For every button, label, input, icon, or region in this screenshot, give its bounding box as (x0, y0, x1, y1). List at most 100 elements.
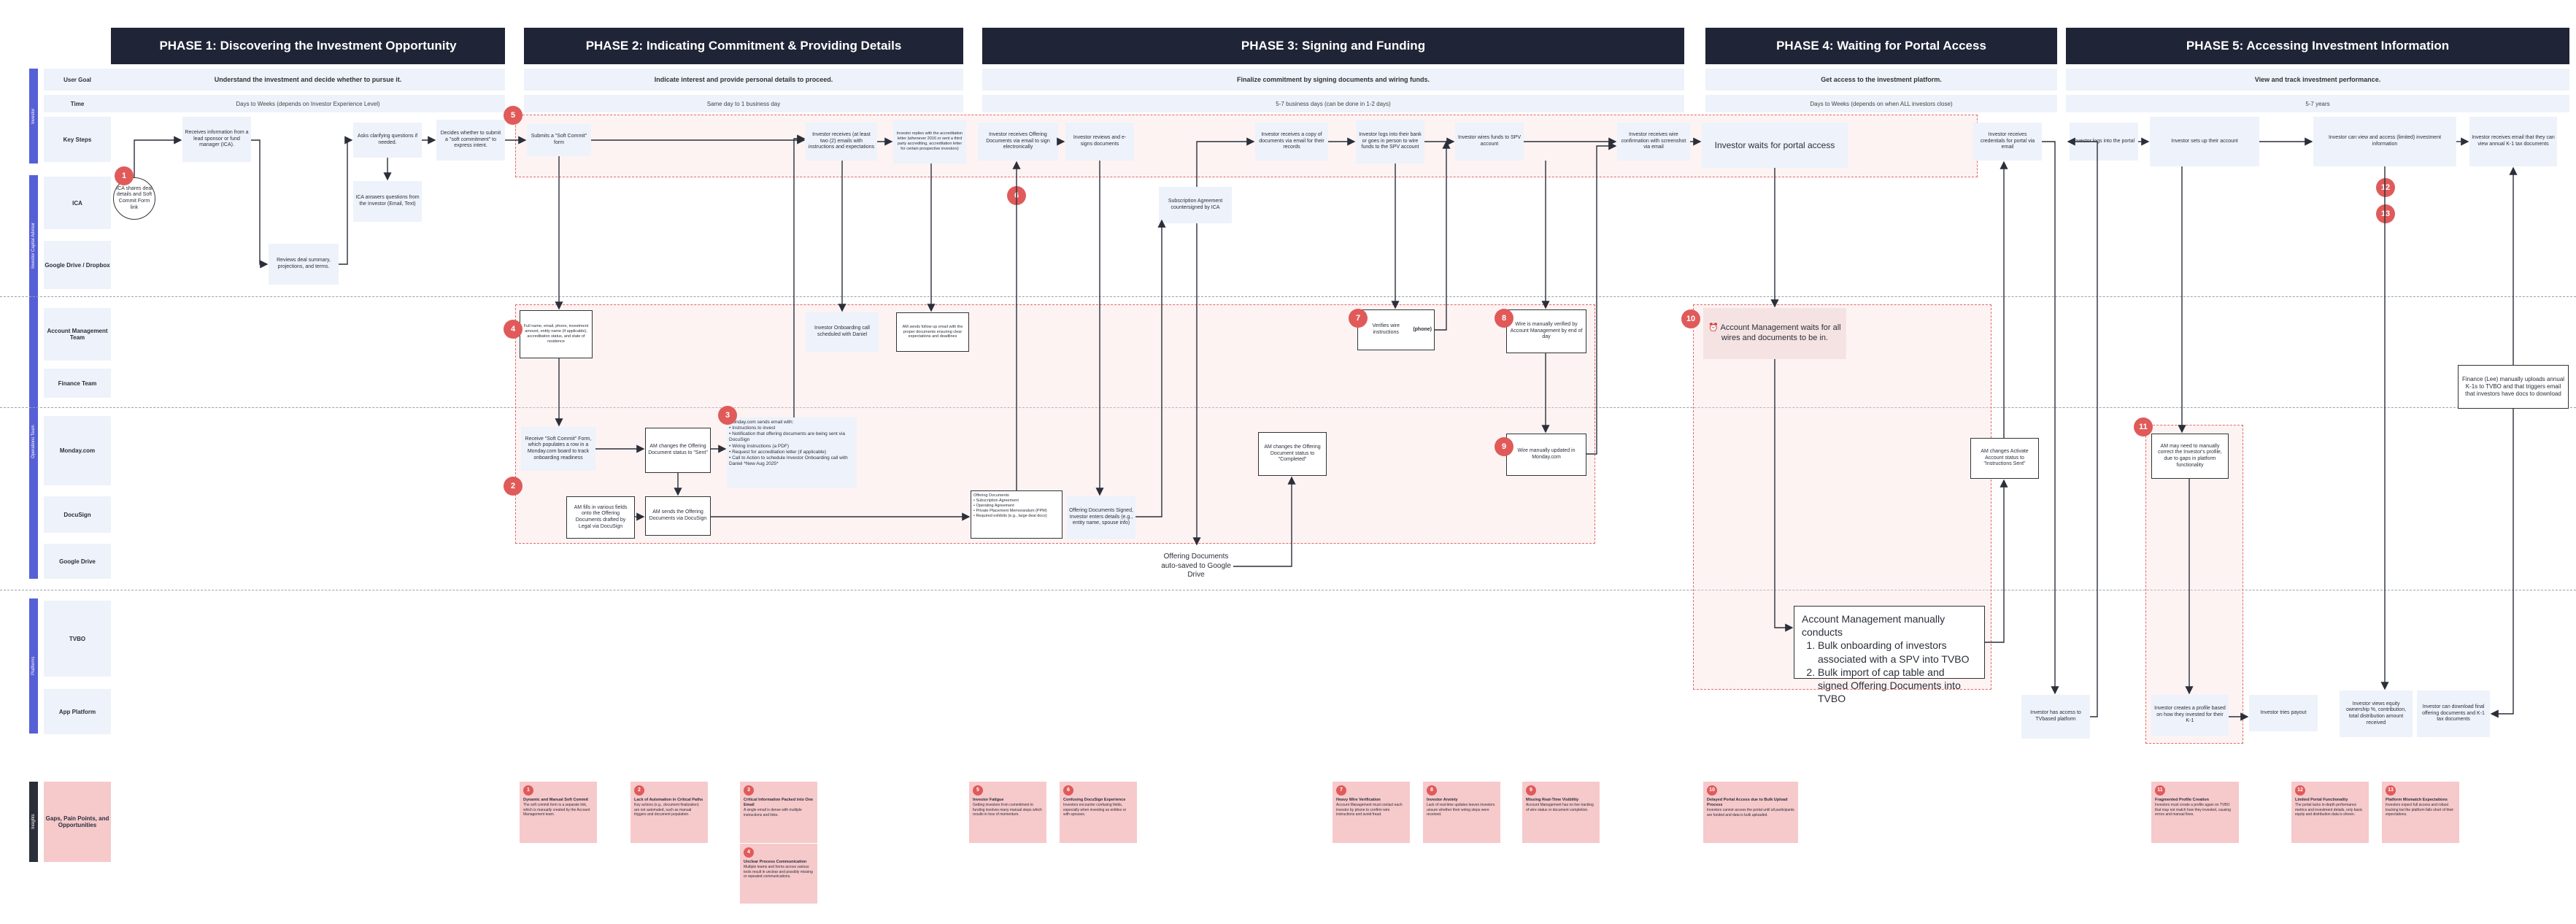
am-sends-doc: AM sends the Offering Documents via Docu… (645, 496, 711, 536)
copy-docs-step: Investor receives a copy of documents vi… (1255, 123, 1328, 161)
submits-form-step: Submits a "Soft Commit" form (527, 124, 591, 156)
wires-funds-step: Investor wires funds to SPV account (1455, 123, 1524, 161)
offering-list-doc: Offering Documents • Subscription Agreem… (971, 490, 1063, 539)
receive-info-step: Receives information from a lead sponsor… (182, 117, 251, 162)
phase-4-goal: Get access to the investment platform. (1705, 69, 2057, 91)
phase-4-title: PHASE 4: Waiting for Portal Access (1705, 28, 2057, 64)
gap-number: 13 (2386, 785, 2396, 796)
gap-body: The soft commit form is a separate link,… (523, 803, 590, 817)
gap-title: Unclear Process Communication (744, 860, 807, 864)
lane-gdrive-dropbox: Google Drive / Dropbox (44, 241, 111, 289)
phase-5-title: PHASE 5: Accessing Investment Informatio… (2066, 28, 2569, 64)
creates-profile-step: Investor creates a profile based on how … (2151, 695, 2229, 736)
phase-2-time: Same day to 1 business day (524, 95, 963, 112)
gap-body: Lack of real-time updates leaves investo… (1427, 803, 1495, 817)
phase-1-title: PHASE 1: Discovering the Investment Oppo… (111, 28, 505, 64)
gap-body: A single email is dense with multiple in… (744, 808, 802, 817)
gap-body: Investors expect full access and robust … (2386, 803, 2454, 817)
badge-7: 7 (1349, 309, 1368, 328)
lane-docusign: DocuSign (44, 496, 111, 533)
phase-5-goal: View and track investment performance. (2066, 69, 2569, 91)
verifies-wire-label: Verifies wire instructions (1372, 323, 1400, 335)
lane-key-steps: Key Steps (44, 117, 111, 162)
phase-1-goal: Understand the investment and decide whe… (111, 69, 505, 91)
badge-12: 12 (2376, 178, 2395, 197)
gap-number: 2 (634, 785, 644, 796)
phase-3-title: PHASE 3: Signing and Funding (982, 28, 1684, 64)
lane-gaps: Gaps, Pain Points, and Opportunities (44, 782, 111, 862)
tvbo-access-step: Investor has access to TVbased platform (2021, 695, 2090, 739)
logs-bank-step: Investor logs into their bank or goes in… (1356, 120, 1424, 163)
gap-title: Missing Real-Time Visibility (1526, 798, 1579, 802)
wire-updated-doc: Wire manually updated in Monday.com (1506, 434, 1586, 476)
lane-gdrive: Google Drive (44, 544, 111, 579)
gap-body: Investors cannot access the portal until… (1707, 808, 1794, 817)
am-conducts-item-1: Bulk onboarding of investors associated … (1818, 639, 1977, 665)
phase-2-goal: Indicate interest and provide personal d… (524, 69, 963, 91)
verifies-wire-doc: Verifies wire instructions (phone) (1357, 309, 1435, 350)
am-fill-doc: AM fills in various fields onto the Offe… (566, 496, 635, 539)
wire-manual-doc: Wire is manually verified by Account Man… (1506, 309, 1586, 353)
monday-email-box: Monday.com sends email with: • Instructi… (727, 417, 857, 488)
receives-offering-step: Investor receives Offering Documents via… (978, 123, 1058, 161)
am-conducts-item-2: Bulk import of cap table and signed Offe… (1818, 666, 1977, 706)
gap-title: Critical Information Packed into One Ema… (744, 798, 814, 808)
separator-investor (0, 296, 2576, 297)
phase-2-title: PHASE 2: Indicating Commitment & Providi… (524, 28, 963, 64)
gap-number: 12 (2295, 785, 2305, 796)
phase-1-time: Days to Weeks (depends on Investor Exper… (111, 95, 505, 112)
gap-number: 4 (744, 847, 754, 858)
phase-5-time: 5-7 years (2066, 95, 2569, 112)
sets-account-step: Investor sets up their account (2150, 117, 2259, 166)
phase-4-time: Days to Weeks (depends on when ALL inves… (1705, 95, 2057, 112)
lane-user-goal: User Goal (44, 69, 111, 91)
gap-title: Heavy Wire Verification (1336, 798, 1381, 802)
badge-13: 13 (2376, 204, 2395, 223)
lane-monday: Monday.com (44, 416, 111, 485)
asks-questions-step: Asks clarifying questions if needed. (353, 123, 422, 158)
auto-saved-box: Offering Documents auto-saved to Google … (1159, 546, 1233, 587)
finance-upload-doc: Finance (Lee) manually uploads annual K-… (2458, 365, 2569, 409)
lane-time: Time (44, 95, 111, 112)
onboarding-call-step: Investor Onboarding call scheduled with … (806, 312, 879, 352)
credentials-step: Investor receives credentials for portal… (1973, 123, 2042, 161)
gap-body: Getting investors from commitment to fun… (973, 803, 1042, 817)
badge-3: 3 (718, 406, 737, 425)
k1-email-step: Investor receives email that they can vi… (2469, 117, 2557, 166)
gap-body: Investors must create a profile again on… (2155, 803, 2231, 817)
full-name-doc: Full name, email, phone, investment amou… (520, 310, 593, 358)
reviews-signs-step: Investor reviews and e-signs documents (1065, 123, 1134, 161)
gap-number: 7 (1336, 785, 1346, 796)
views-equity-step: Investor views equity ownership %, contr… (2340, 690, 2413, 737)
am-waits-box: ⏰ Account Management waits for all wires… (1703, 308, 1846, 359)
am-conducts-intro: Account Management manually conducts (1802, 613, 1946, 639)
gap-body: The portal lacks in-depth performance me… (2295, 803, 2363, 817)
gap-number: 10 (1707, 785, 1717, 796)
badge-4: 4 (504, 320, 522, 339)
monday-receive-step: Receive "Soft Commit" Form, which popula… (521, 427, 595, 471)
lane-ica: ICA (44, 177, 111, 229)
badge-5: 5 (504, 106, 522, 125)
phase-3-time: 5-7 business days (can be done in 1-2 da… (982, 95, 1684, 112)
am-completed-doc: AM changes the Offering Document status … (1258, 432, 1327, 476)
gap-number: 1 (523, 785, 533, 796)
replies-accreditation-step: Investor replies with the accreditation … (893, 120, 966, 163)
gap-title: Confusing DocuSign Experience (1063, 798, 1126, 802)
gap-body: Key actions (e.g., document finalization… (634, 803, 699, 817)
badge-10: 10 (1681, 309, 1700, 328)
sub-agreement-step: Subscription Agreement countersigned by … (1159, 187, 1232, 223)
gap-body: Investors encounter confusing fields, es… (1063, 803, 1127, 817)
tries-payout-step: Investor tries payout (2249, 695, 2318, 731)
gap-body: Account Management must contact each inv… (1336, 803, 1403, 817)
